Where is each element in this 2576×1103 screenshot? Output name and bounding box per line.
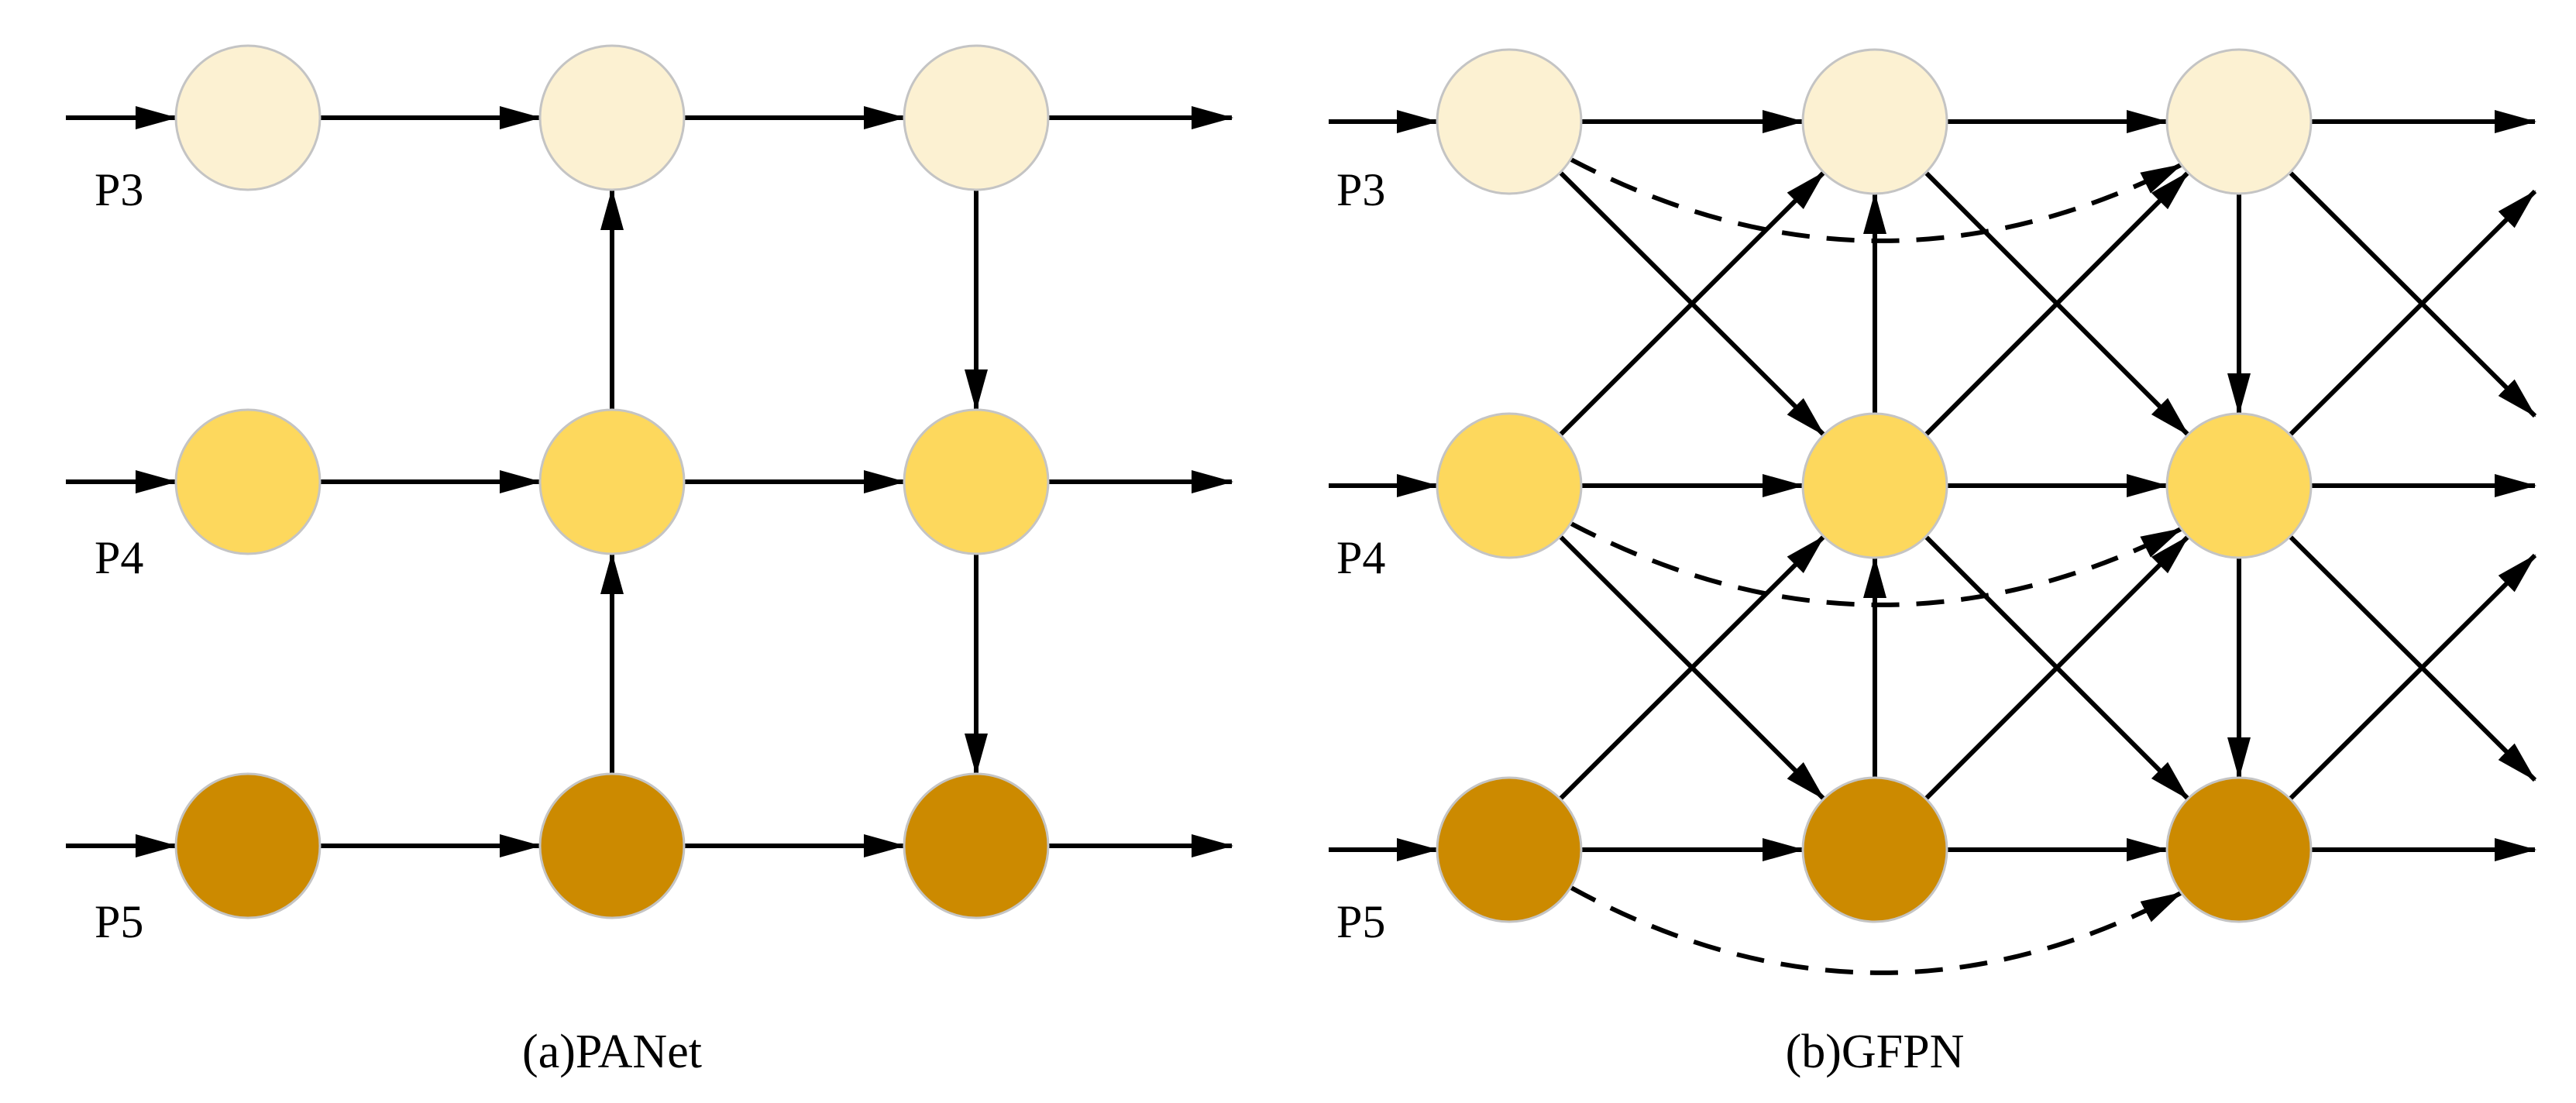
gfpn-edge-2-2-to-out-u1 <box>2288 553 2537 801</box>
panet-node-p5-stage-2 <box>538 772 686 919</box>
gfpn-node-p5-stage-3 <box>2165 776 2313 923</box>
panet-node-p4-stage-2 <box>538 408 686 555</box>
panet-node-p5-stage-1 <box>174 772 322 919</box>
panet-node-p4-stage-3 <box>903 408 1050 555</box>
gfpn-edge-1-1-to-2-0 <box>1924 170 2190 437</box>
panet-node-p5-stage-3 <box>903 772 1050 919</box>
gfpn-node-p3-stage-3 <box>2165 48 2313 195</box>
gfpn-skip-edge-p3 <box>1569 156 2183 243</box>
gfpn-edges <box>1329 110 2537 975</box>
gfpn-node-p5-stage-2 <box>1801 776 1948 923</box>
gfpn-caption: (b)GFPN <box>1786 1026 1965 1078</box>
gfpn-node-p4-stage-3 <box>2165 412 2313 559</box>
gfpn-edge-2-0-to-out-d0 <box>2288 170 2537 418</box>
gfpn-row-label-p3: P3 <box>1336 164 1385 215</box>
gfpn-skip-edge-p4 <box>1569 521 2183 607</box>
gfpn-edge-0-2-to-1-1 <box>1558 534 1826 801</box>
gfpn-edge-2-1-to-out-u0 <box>2288 189 2537 437</box>
panet-node-p3-stage-1 <box>174 44 322 191</box>
panet-nodes <box>174 44 1050 919</box>
gfpn-node-p3-stage-1 <box>1436 48 1583 195</box>
gfpn-edge-0-1-to-1-0 <box>1558 170 1826 437</box>
gfpn-node-p3-stage-2 <box>1801 48 1948 195</box>
panet-caption: (a)PANet <box>522 1026 702 1078</box>
gfpn-skip-edge-p5 <box>1569 885 2183 975</box>
gfpn-row-label-p5: P5 <box>1336 896 1385 947</box>
gfpn-node-p4-stage-2 <box>1801 412 1948 559</box>
gfpn-node-p4-stage-1 <box>1436 412 1583 559</box>
gfpn-node-p5-stage-1 <box>1436 776 1583 923</box>
panet-panel: P3 P4 P5 (a)PANet <box>66 44 1233 1078</box>
panet-node-p4-stage-1 <box>174 408 322 555</box>
gfpn-row-label-p4: P4 <box>1336 532 1385 583</box>
gfpn-nodes <box>1436 48 2313 923</box>
panet-node-p3-stage-2 <box>538 44 686 191</box>
gfpn-edge-2-1-to-out-d1 <box>2288 534 2537 782</box>
panet-node-p3-stage-3 <box>903 44 1050 191</box>
panet-row-label-p4: P4 <box>95 532 143 583</box>
panet-edges <box>66 106 1233 857</box>
gfpn-edge-1-2-to-2-1 <box>1924 534 2190 801</box>
panet-row-label-p5: P5 <box>95 896 143 947</box>
panet-row-label-p3: P3 <box>95 164 143 215</box>
gfpn-panel: P3 P4 P5 (b)GFPN <box>1329 48 2537 1078</box>
